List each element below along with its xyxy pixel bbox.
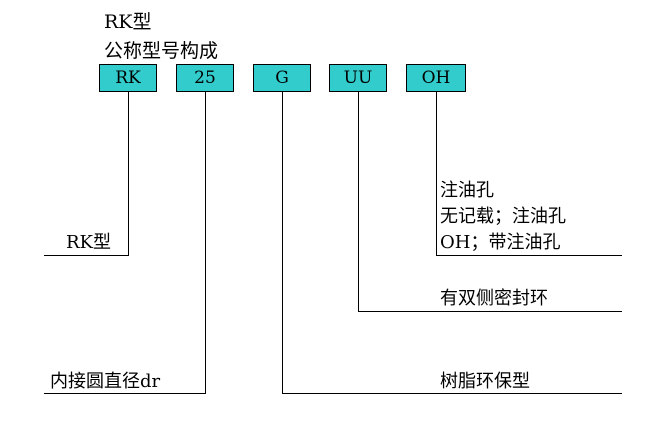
code-box-retainer: G [253,64,311,92]
label-oil-hole-none: 无记载；注油孔 [440,206,566,227]
label-series: RK型 [66,232,111,253]
connector-series-vertical [128,92,129,255]
code-box-oil-hole: OH [406,64,466,92]
code-box-seal: UU [329,64,387,92]
label-seal: 有双侧密封环 [440,288,548,309]
connector-oil-hole-horizontal [436,255,622,256]
code-box-diameter: 25 [176,64,234,92]
connector-seal-vertical [358,92,359,311]
connector-diameter-vertical [205,92,206,393]
label-oil-hole-title: 注油孔 [440,180,494,201]
connector-oil-hole-vertical [436,92,437,255]
label-resin-retainer: 树脂环保型 [440,371,530,392]
connector-retainer-vertical [282,92,283,393]
connector-series-horizontal [44,255,129,256]
label-inner-diameter: 内接圆直径dr [50,371,161,392]
connector-diameter-horizontal [44,393,206,394]
series-title: RK型 [104,11,152,33]
page-title: 公称型号构成 [104,40,219,62]
connector-retainer-horizontal [282,393,622,394]
connector-seal-horizontal [358,311,622,312]
label-oil-hole-oh: OH；带注油孔 [440,232,561,253]
code-box-series: RK [99,64,157,92]
